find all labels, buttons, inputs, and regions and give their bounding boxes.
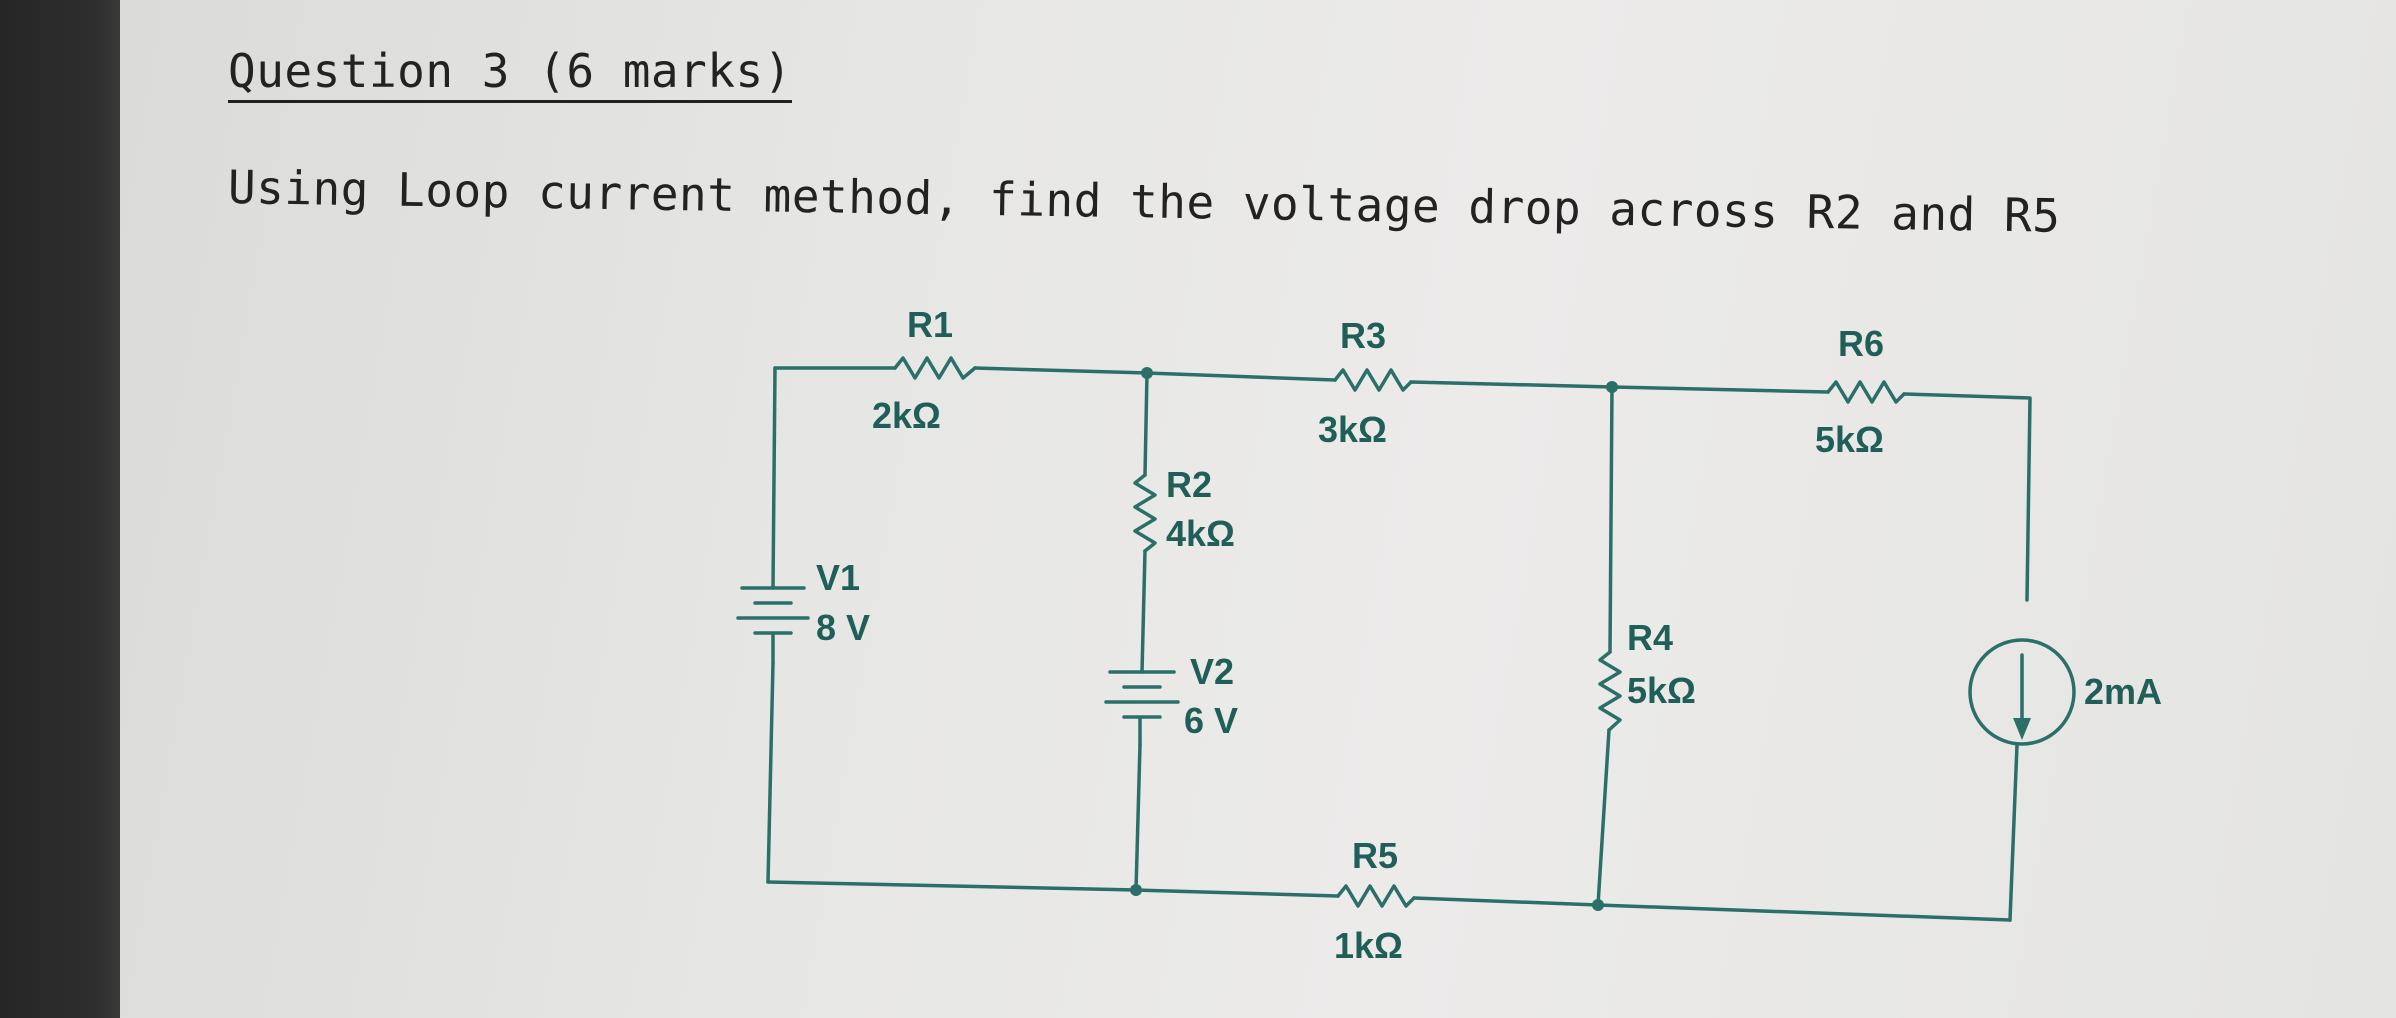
wire-r4-r6 (1610, 385, 1830, 394)
wire-bottom-right (1596, 903, 2012, 922)
r6-name: R6 (1838, 323, 1884, 364)
question-title: Question 3 (6 marks) (228, 44, 792, 103)
r1-value: 2kΩ (872, 395, 941, 436)
wire-r6-right (1902, 392, 2032, 602)
current-source-circle (1968, 638, 2076, 746)
wire-left-bottom (766, 661, 775, 884)
current-source-arrow-head (2013, 718, 2031, 740)
r2-name: R2 (1166, 464, 1212, 505)
r1-name: R1 (907, 304, 953, 345)
wire-left-top (771, 366, 777, 590)
resistor-r4-symbol (1598, 650, 1622, 732)
resistor-r6-symbol (1826, 380, 1906, 404)
r5-value: 1kΩ (1334, 925, 1403, 966)
r2-value: 4kΩ (1166, 513, 1235, 554)
wire-r4-top (1608, 385, 1614, 654)
r3-name: R3 (1340, 315, 1386, 356)
r4-value: 5kΩ (1627, 670, 1696, 711)
r6-value: 5kΩ (1815, 419, 1884, 460)
r5-name: R5 (1352, 835, 1398, 876)
current-source-value: 2mA (2084, 671, 2162, 712)
resistor-r1-symbol (893, 356, 977, 380)
v1-value: 8 V (816, 607, 870, 648)
wire-r2-top (1143, 371, 1149, 477)
resistor-r5-symbol (1336, 884, 1416, 908)
node-top-r2 (1141, 367, 1153, 379)
node-top-r4 (1606, 381, 1618, 393)
node-bottom-v2 (1130, 884, 1142, 896)
v2-name: V2 (1190, 651, 1234, 692)
resistor-r3-symbol (1333, 368, 1413, 392)
wire-bottom-r5-left (1134, 888, 1340, 898)
wire-r1-r2 (973, 366, 1149, 375)
wire-v2-bottom (1134, 743, 1142, 892)
v2-value: 6 V (1184, 700, 1238, 741)
r4-name: R4 (1627, 617, 1673, 658)
wire-r2-r3 (1145, 371, 1337, 382)
wire-r4-bottom (1596, 728, 1611, 907)
r3-value: 3kΩ (1318, 409, 1387, 450)
wire-source-bottom (2008, 743, 2019, 922)
photo-left-edge (0, 0, 120, 1018)
v1-name: V1 (816, 557, 860, 598)
battery-v1-symbol (736, 586, 810, 665)
wire-r2-v2 (1140, 549, 1147, 674)
battery-v2-symbol (1104, 670, 1180, 747)
node-bottom-r4 (1592, 899, 1604, 911)
wire-bottom-r5-right (1412, 896, 1600, 907)
wire-r3-r4 (1409, 380, 1614, 389)
resistor-r2-symbol (1133, 473, 1157, 553)
wire-bottom-left (766, 880, 1138, 892)
